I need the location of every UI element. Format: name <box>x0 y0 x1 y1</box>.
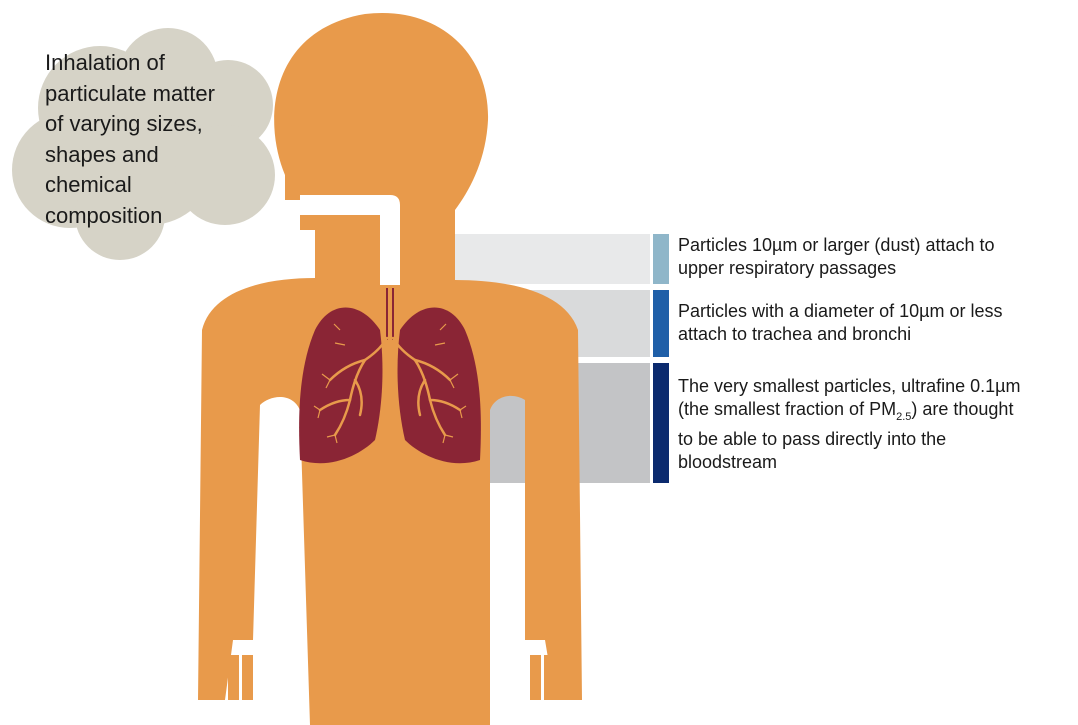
annotation-middle: Particles with a diameter of 10µm or les… <box>678 300 1078 345</box>
airway <box>300 195 400 285</box>
cloud-line: chemical <box>45 172 132 197</box>
annotation-line: bloodstream <box>678 451 778 472</box>
cloud-line: particulate matter <box>45 80 215 106</box>
annotation-line: to be able to pass directly into the <box>678 429 947 449</box>
annotation-text: ) are thought <box>911 398 1014 419</box>
marker-lower <box>653 363 669 483</box>
marker-middle <box>653 290 669 357</box>
cloud-line: Inhalation of <box>45 50 165 75</box>
annotation-line: attach to trachea and bronchi <box>678 323 912 344</box>
cloud-line: shapes and <box>45 141 159 167</box>
right-lung <box>397 307 481 464</box>
cloud-caption: Inhalation of particulate matter of vary… <box>45 48 285 231</box>
annotation-line: upper respiratory passages <box>678 257 897 278</box>
band-upper <box>430 234 650 284</box>
particle-cloud <box>12 28 275 260</box>
left-lung <box>299 307 383 464</box>
annotation-line: The very smallest particles, ultrafine 0… <box>678 376 1021 396</box>
annotation-text: (the smallest fraction of PM <box>678 398 897 419</box>
annotation-lower: The very smallest particles, ultrafine 0… <box>678 375 1078 473</box>
person-silhouette <box>198 12 582 725</box>
lungs <box>299 307 481 464</box>
marker-upper <box>653 234 669 284</box>
trachea <box>382 285 398 335</box>
annotation-line: Particles with a diameter of 10µm or les… <box>678 301 1003 321</box>
annotation-line: Particles 10µm or larger (dust) attach t… <box>678 235 995 255</box>
annotation-line: (the smallest fraction of PM2.5) are tho… <box>678 398 1078 429</box>
cloud-line: composition <box>45 202 163 228</box>
cloud-line: of varying sizes, <box>45 111 203 136</box>
pm-subscript: 2.5 <box>896 410 912 423</box>
annotation-upper: Particles 10µm or larger (dust) attach t… <box>678 234 1078 279</box>
